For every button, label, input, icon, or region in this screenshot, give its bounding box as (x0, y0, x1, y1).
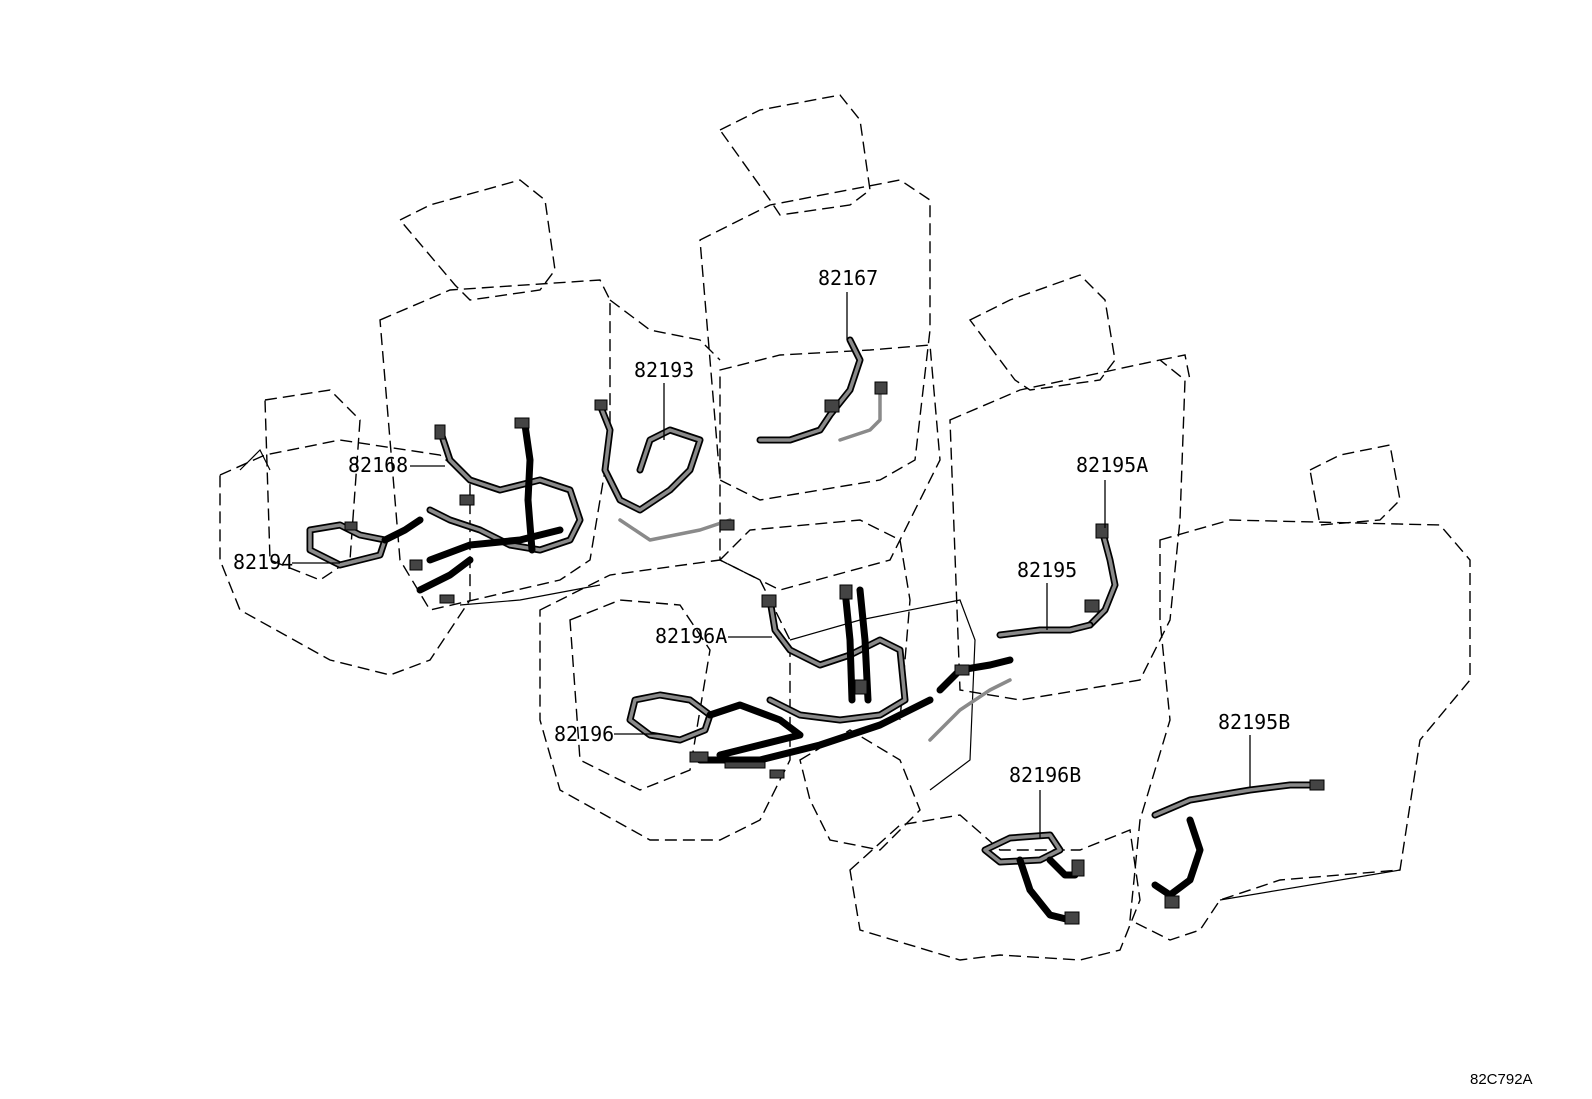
part-label-82196: 82196 (554, 722, 614, 746)
part-label-82195A: 82195A (1076, 453, 1148, 477)
seat-outline-right-bench (1129, 444, 1471, 941)
part-label-82168: 82168 (348, 453, 408, 477)
harness-82195 (928, 621, 1094, 742)
seat-outlines (219, 94, 1471, 961)
seat-outline-bottom (799, 729, 1141, 961)
harness-82193 (594, 399, 735, 542)
connector-icon (874, 381, 888, 395)
connector-icon (724, 761, 766, 769)
seat-outline-middle (539, 519, 976, 841)
connector-icon (1071, 859, 1085, 877)
seat-outline-right-upper (949, 274, 1191, 701)
part-label-82193: 82193 (634, 358, 694, 382)
part-label-82195B: 82195B (1218, 710, 1290, 734)
wire-harnesses (306, 336, 1325, 925)
leader-lines (292, 292, 1251, 838)
diagram-reference-code: 82C792A (1470, 1071, 1533, 1088)
part-label-82194: 82194 (233, 550, 293, 574)
connector-icon (434, 424, 446, 440)
harness-82195B (1151, 779, 1325, 909)
connector-icon (769, 769, 785, 779)
connector-icon (839, 584, 853, 600)
connector-icon (344, 521, 358, 531)
connector-icon (459, 494, 475, 506)
harness-82196B (981, 831, 1085, 925)
connector-icon (439, 594, 455, 604)
seat-outline-center-rear (609, 94, 941, 591)
connector-icon (514, 417, 530, 429)
connector-icon (824, 399, 840, 413)
connector-icon (954, 664, 970, 676)
connector-icon (1309, 779, 1325, 791)
part-labels: 82167 82193 82168 82194 82195A 82195 821… (233, 266, 1290, 787)
part-label-82196A: 82196A (655, 624, 727, 648)
seat-outline-left (219, 179, 611, 676)
connector-icon (689, 751, 709, 763)
harness-82194 (306, 516, 424, 569)
connector-icon (1084, 599, 1100, 613)
part-label-82195: 82195 (1017, 558, 1077, 582)
connector-icon (1164, 895, 1180, 909)
harness-82167 (756, 336, 888, 444)
connector-icon (761, 594, 777, 608)
connector-icon (1095, 523, 1109, 539)
connector-icon (719, 519, 735, 531)
harness-82196A (761, 584, 909, 724)
connector-icon (594, 399, 608, 411)
harness-82168 (409, 417, 584, 604)
connector-icon (409, 559, 423, 571)
connector-icon (854, 679, 868, 695)
harness-82195A (1084, 523, 1119, 629)
harness-82196 (626, 691, 934, 779)
part-label-82196B: 82196B (1009, 763, 1081, 787)
part-label-82167: 82167 (818, 266, 878, 290)
connector-icon (1064, 911, 1080, 925)
